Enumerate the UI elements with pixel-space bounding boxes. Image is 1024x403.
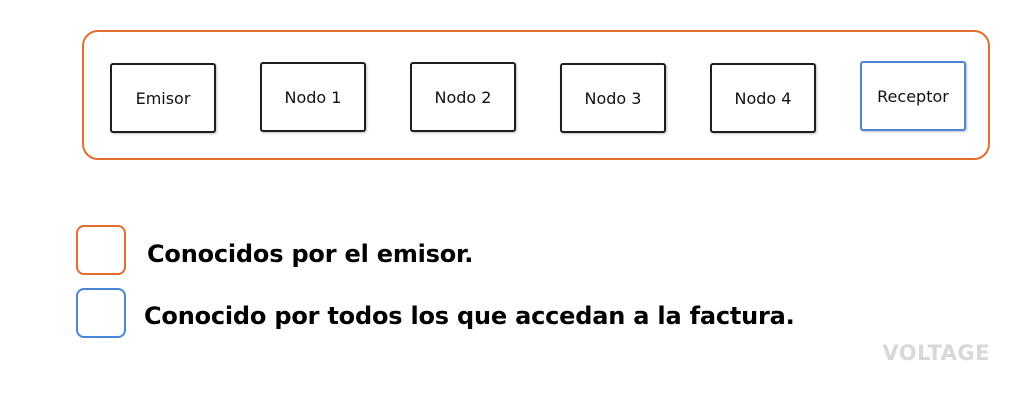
node-label: Nodo 3: [584, 88, 642, 108]
node-label: Nodo 4: [734, 88, 792, 108]
node-label: Nodo 1: [284, 87, 342, 107]
node-receptor: Receptor: [860, 61, 966, 131]
legend-swatch-blue: [76, 288, 126, 338]
watermark-logo: VOLTAGE: [882, 341, 990, 365]
legend-swatch-orange: [76, 225, 126, 275]
node-nodo-3: Nodo 3: [560, 63, 666, 133]
node-nodo-1: Nodo 1: [260, 62, 366, 132]
legend-text-emitter: Conocidos por el emisor.: [147, 240, 474, 268]
legend-text-all: Conocido por todos los que accedan a la …: [144, 302, 795, 330]
node-nodo-2: Nodo 2: [410, 62, 516, 132]
node-label: Receptor: [877, 86, 949, 106]
emitter-known-frame: [82, 30, 990, 160]
node-emisor: Emisor: [110, 63, 216, 133]
node-label: Emisor: [135, 88, 191, 108]
node-label: Nodo 2: [434, 87, 492, 107]
node-nodo-4: Nodo 4: [710, 63, 816, 133]
